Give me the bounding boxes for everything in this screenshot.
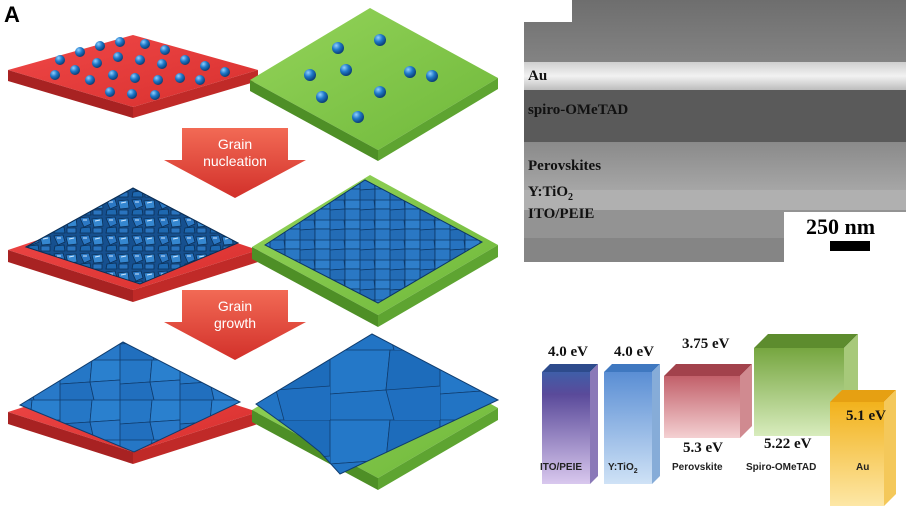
substrate-red-grown-film bbox=[8, 341, 258, 464]
grain-nucleation-arrow bbox=[164, 128, 306, 198]
ito-peie-label: ITO/PEIE bbox=[540, 462, 583, 473]
grain-growth-line2: growth bbox=[213, 315, 257, 331]
ytio2-block bbox=[604, 364, 660, 484]
ytio2-label: Y:TiO2 bbox=[608, 462, 638, 475]
spiro-omeotad-label: Spiro-OMeTAD bbox=[746, 462, 817, 473]
sem-image bbox=[524, 0, 906, 262]
sem-label-spiro: spiro-OMeTAD bbox=[528, 102, 629, 118]
perovskite-block bbox=[664, 364, 752, 438]
au-block bbox=[830, 390, 896, 506]
ito-peie-block bbox=[542, 364, 598, 484]
grain-nucleation-line1: Grain bbox=[217, 136, 253, 152]
sem-label-au: Au bbox=[528, 68, 548, 84]
sem-label-ytio2-sub: 2 bbox=[568, 192, 574, 203]
substrate-red-nucleation bbox=[8, 35, 258, 118]
substrate-green-nucleation bbox=[250, 8, 498, 161]
grain-growth-line1: Grain bbox=[217, 298, 253, 314]
substrate-green-compact-film bbox=[252, 175, 498, 327]
spiro-omeotad-block bbox=[754, 334, 858, 436]
sem-label-ytio2: Y:TiO2 bbox=[528, 184, 573, 203]
perovskite-homo: 5.3 eV bbox=[683, 440, 723, 456]
perovskite-lumo: 3.75 eV bbox=[682, 336, 730, 352]
sem-cross-section: Au spiro-OMeTAD Perovskites Y:TiO2 ITO/P… bbox=[524, 0, 906, 262]
spiro-homo: 5.22 eV bbox=[764, 436, 812, 452]
grain-growth-label: Grain growth bbox=[180, 298, 290, 332]
scale-bar-label: 250 nm bbox=[806, 214, 876, 239]
au-work-function: 5.1 eV bbox=[846, 408, 886, 424]
grain-growth-schematic bbox=[8, 8, 500, 490]
ytio2-label-base: Y:TiO bbox=[608, 462, 634, 473]
perovskite-label: Perovskite bbox=[672, 462, 723, 473]
grain-nucleation-line2: nucleation bbox=[203, 153, 267, 169]
substrate-red-rough-film bbox=[8, 187, 258, 302]
sem-label-ito: ITO/PEIE bbox=[528, 206, 595, 222]
ito-work-function: 4.0 eV bbox=[548, 344, 588, 360]
sem-label-ytio2-base: Y:TiO bbox=[528, 184, 569, 200]
energy-level-diagram bbox=[542, 334, 896, 506]
au-label: Au bbox=[856, 462, 870, 473]
substrate-green-large-grains bbox=[252, 333, 500, 490]
tio2-conduction-band: 4.0 eV bbox=[614, 344, 654, 360]
sem-label-perovskites: Perovskites bbox=[528, 158, 602, 174]
panel-label-a: A bbox=[4, 2, 20, 27]
grain-growth-arrow bbox=[164, 290, 306, 360]
grain-nucleation-label: Grain nucleation bbox=[180, 136, 290, 170]
nuclei-sparse bbox=[304, 34, 438, 123]
ytio2-label-sub: 2 bbox=[633, 468, 638, 475]
nuclei-dense bbox=[50, 37, 230, 100]
